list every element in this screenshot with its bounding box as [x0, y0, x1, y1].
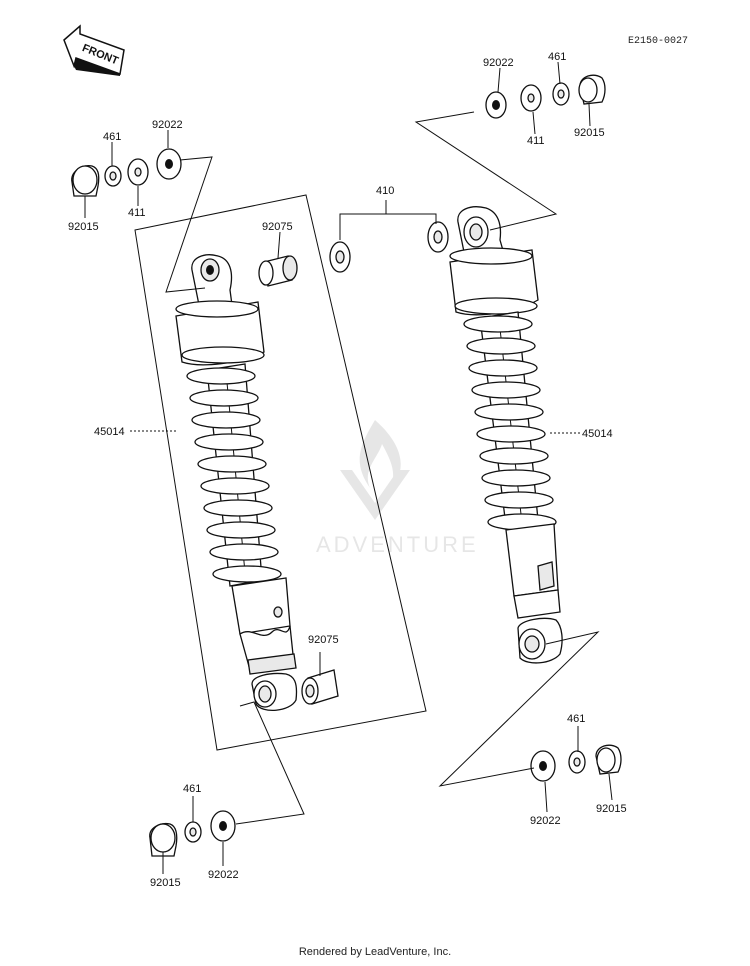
label-92022-bottom-right: 92022	[530, 815, 561, 827]
label-92022-bottom-left: 92022	[208, 869, 239, 881]
leader-lines	[84, 61, 613, 874]
label-461-bottom-left: 461	[183, 783, 201, 795]
label-92022-top-left: 92022	[152, 119, 183, 131]
right-shock-absorber	[449, 206, 563, 664]
label-92022-top-right: 92022	[483, 57, 514, 69]
reference-code: E2150-0027	[628, 36, 688, 47]
label-461-top-right: 461	[548, 51, 566, 63]
hardware-bottom-left	[149, 810, 236, 857]
label-45014-right: 45014	[582, 428, 613, 440]
footer-credit: Rendered by LeadVenture, Inc.	[298, 946, 452, 958]
hardware-bottom-right	[530, 744, 622, 782]
label-92015-top-right: 92015	[574, 127, 605, 139]
left-shock-absorber	[175, 254, 298, 711]
label-92015-bottom-left: 92015	[150, 877, 181, 889]
label-45014-left: 45014	[94, 426, 125, 438]
label-411-top-right: 411	[527, 135, 545, 147]
left-shock-boxed-area	[134, 194, 427, 751]
watermark-text: ADVENTURE	[316, 532, 479, 557]
bushing-92075-lower	[301, 669, 339, 705]
label-92015-top-left: 92015	[68, 221, 99, 233]
label-411-top-left: 411	[128, 207, 146, 219]
label-92075-lower: 92075	[308, 634, 339, 646]
part-labels: 92022 461 411 92015 92022 461 411 92015 …	[68, 51, 627, 889]
label-461-top-left: 461	[103, 131, 121, 143]
label-92015-bottom-right: 92015	[596, 803, 627, 815]
front-arrow: FRONT	[63, 24, 125, 76]
hardware-top-left	[71, 148, 182, 197]
washer-410	[329, 221, 449, 273]
watermark-flame-icon	[359, 420, 401, 492]
watermark: ADVENTURE	[316, 420, 479, 557]
label-461-bottom-right: 461	[567, 713, 585, 725]
watermark-chevron-icon	[340, 470, 410, 520]
hardware-top-right	[485, 74, 606, 119]
label-92075-upper: 92075	[262, 221, 293, 233]
label-410: 410	[376, 185, 394, 197]
bushing-92075-upper	[258, 255, 298, 287]
